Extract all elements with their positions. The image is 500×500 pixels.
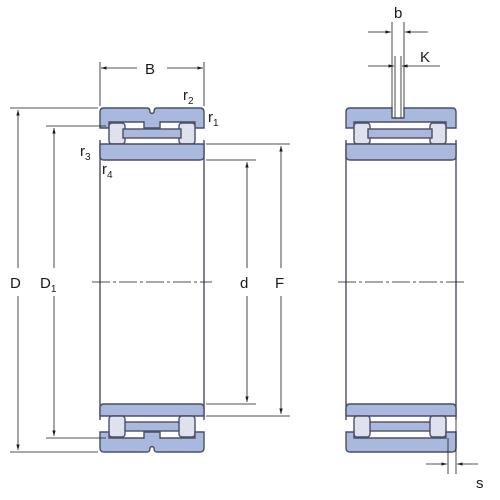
right-side-view xyxy=(345,107,457,453)
label-D: D xyxy=(10,275,21,292)
label-s: s xyxy=(476,475,484,492)
right-bottom-roller-right xyxy=(429,415,447,438)
label-B: B xyxy=(145,61,155,78)
label-r3: r3 xyxy=(80,143,91,163)
left-section-view xyxy=(99,107,205,453)
right-top-cage xyxy=(367,128,433,139)
right-bottom-cage xyxy=(367,421,433,432)
bottom-inner-ring xyxy=(99,403,205,417)
label-r2: r2 xyxy=(183,87,194,107)
right-bottom-outer-ring xyxy=(345,431,457,453)
label-D1: D1 xyxy=(40,275,57,295)
label-r1: r1 xyxy=(208,109,219,129)
right-bottom-inner-ring xyxy=(345,403,457,417)
label-K: K xyxy=(420,49,430,66)
right-top-inner-ring xyxy=(345,143,457,161)
label-F: F xyxy=(275,275,284,292)
label-d: d xyxy=(240,275,248,292)
bottom-cage xyxy=(122,421,182,432)
right-bottom-roller-left xyxy=(353,415,371,438)
bottom-outer-ring xyxy=(99,431,205,453)
top-cage xyxy=(122,128,182,139)
bottom-roller-left xyxy=(108,415,126,438)
label-b: b xyxy=(394,5,402,22)
dimension-labels: B D D1 d F b K s r2 r1 r3 r4 xyxy=(10,5,484,492)
label-r4: r4 xyxy=(102,161,113,181)
dimension-lines xyxy=(10,22,478,474)
top-inner-ring xyxy=(99,143,205,161)
bottom-roller-right xyxy=(178,415,196,438)
top-outer-ring xyxy=(99,107,205,129)
